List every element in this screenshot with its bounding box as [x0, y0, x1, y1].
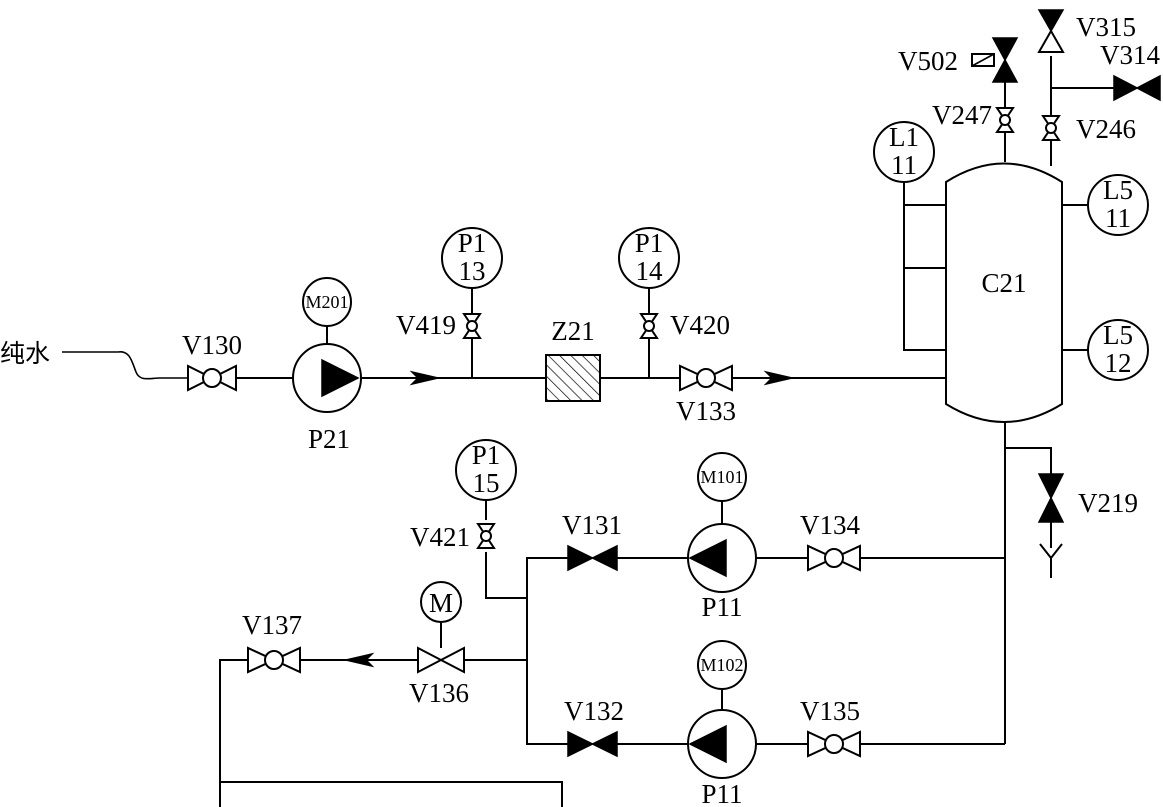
flow-arrow-icon — [763, 370, 793, 386]
valve-v247-label: V247 — [932, 100, 992, 130]
valve-v315[interactable]: V315 — [1037, 9, 1136, 53]
instrument-number: 11 — [891, 150, 917, 180]
valve-v420-label: V420 — [670, 310, 730, 340]
drain-funnel — [1039, 543, 1063, 578]
pump-p21[interactable]: M201 P21 — [292, 277, 362, 454]
valve-v502[interactable]: V502 — [898, 37, 1019, 83]
instrument-tag: L5 — [1103, 175, 1133, 205]
valve-v314-label: V314 — [1100, 40, 1160, 70]
instrument-tag: P1 — [458, 228, 487, 258]
valve-v136[interactable]: M V136 — [409, 581, 469, 708]
return-line-d — [220, 781, 563, 807]
vessel-label: C21 — [981, 268, 1026, 298]
header-upper — [526, 557, 568, 745]
valve-v137[interactable]: V137 — [242, 610, 302, 674]
flow-arrows — [345, 370, 793, 668]
valve-v131[interactable]: V131 — [562, 510, 622, 572]
valve-v133[interactable]: V133 — [676, 364, 736, 426]
instrument-l111[interactable]: L1 11 — [873, 121, 935, 183]
instrument-p113[interactable]: P1 13 — [441, 227, 503, 289]
valve-v419[interactable]: V419 — [396, 310, 482, 340]
valve-v421[interactable]: V421 — [410, 522, 496, 552]
valve-v133-label: V133 — [676, 396, 736, 426]
pump-impeller-icon — [688, 724, 727, 764]
valve-v315-label: V315 — [1076, 12, 1136, 42]
valve-v420[interactable]: V420 — [639, 310, 730, 340]
drain-line — [1005, 447, 1052, 474]
filter-z21[interactable]: Z21 — [545, 316, 601, 402]
actuator-motor — [420, 581, 462, 623]
valve-v131-label: V131 — [562, 510, 622, 540]
valve-v247[interactable]: V247 — [932, 100, 1015, 133]
instrument-number: 14 — [636, 256, 664, 286]
instrument-tag: L1 — [889, 122, 919, 152]
valve-v314[interactable]: V314 — [1100, 40, 1161, 102]
motor-m201-label: M201 — [305, 292, 348, 312]
motor-m101-label: M101 — [700, 467, 743, 487]
valve-v132[interactable]: V132 — [564, 696, 624, 758]
valve-v136-label: V136 — [409, 678, 469, 708]
valve-v132-label: V132 — [564, 696, 624, 726]
valve-v219[interactable]: V219 — [1037, 473, 1138, 523]
instrument-number: 15 — [473, 468, 500, 498]
valve-v219-label: V219 — [1078, 488, 1138, 518]
vessel-c21: C21 — [945, 162, 1063, 423]
pump-impeller-icon — [688, 538, 727, 578]
feed-line — [62, 351, 188, 380]
filter-body — [545, 354, 601, 402]
filter-label: Z21 — [551, 316, 595, 346]
valve-v135[interactable]: V135 — [800, 696, 861, 758]
flow-arrow-icon — [409, 370, 439, 386]
instrument-tag: P1 — [635, 228, 664, 258]
pump-p11-lower-label: P11 — [701, 779, 742, 807]
valve-v137-label: V137 — [242, 610, 302, 640]
return-line-c — [219, 659, 248, 807]
pump-p11-upper-label: P11 — [701, 592, 742, 622]
instrument-l512[interactable]: L5 12 — [1087, 319, 1149, 381]
instrument-l511[interactable]: L5 11 — [1087, 174, 1149, 236]
valve-v134-label: V134 — [800, 510, 860, 540]
pump-impeller-icon — [321, 358, 360, 398]
valve-v419-label: V419 — [396, 310, 456, 340]
valve-v134[interactable]: V134 — [800, 510, 861, 572]
level-bridle — [903, 204, 946, 351]
instrument-number: 12 — [1105, 348, 1132, 378]
instrument-number: 11 — [1105, 203, 1131, 233]
valve-v135-label: V135 — [800, 696, 860, 726]
motor-m101 — [697, 452, 747, 502]
instrument-p114[interactable]: P1 14 — [618, 227, 680, 289]
pump-p21-label: P21 — [308, 424, 350, 454]
valve-v246-label: V246 — [1076, 114, 1136, 144]
valve-v502-label: V502 — [898, 46, 958, 76]
motor-m102-label: M102 — [700, 655, 743, 675]
piping — [62, 56, 1114, 807]
valve-v421-label: V421 — [410, 522, 470, 552]
valve-v130[interactable]: V130 — [182, 330, 242, 392]
instrument-tag: L5 — [1103, 320, 1133, 350]
tap-p115 — [485, 552, 527, 599]
flow-arrow-icon — [345, 652, 375, 668]
pump-p11-upper[interactable]: M101 P11 — [687, 452, 757, 622]
motor-m201 — [302, 277, 352, 327]
pump-p11-lower[interactable]: M102 P11 — [687, 640, 757, 807]
actuator-label: M — [429, 588, 453, 618]
instrument-tag: P1 — [472, 440, 501, 470]
instrument-p115[interactable]: P1 15 — [455, 439, 517, 501]
instrument-number: 13 — [459, 256, 486, 286]
valve-v246[interactable]: V246 — [1041, 114, 1136, 144]
feed-label: 纯水 — [0, 339, 50, 368]
motor-m102 — [697, 640, 747, 690]
valve-v130-label: V130 — [182, 330, 242, 360]
vessel-body — [945, 162, 1063, 423]
